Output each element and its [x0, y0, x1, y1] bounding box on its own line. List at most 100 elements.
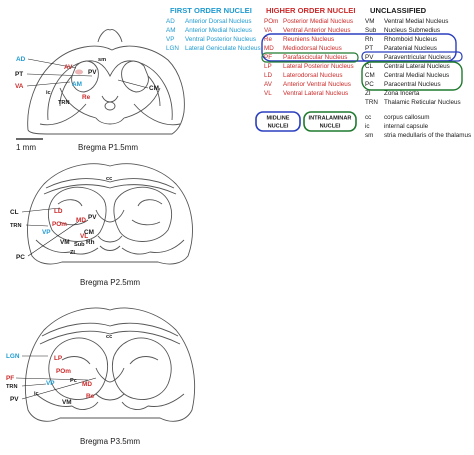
- label-rh: Rh: [86, 239, 95, 246]
- label-pom: POm: [52, 221, 67, 228]
- scale-bar-label: 1 mm: [16, 143, 36, 152]
- legend-higher-order-title: HIGHER ORDER NUCLEI: [266, 6, 355, 15]
- legend-item-abbr: Re: [264, 36, 273, 43]
- legend-item-name: Ventral Medial Nucleus: [384, 18, 448, 25]
- label-pv: PV: [10, 396, 19, 403]
- legend-item-abbr: TRN: [365, 99, 378, 106]
- legend-item-abbr: VM: [365, 18, 374, 25]
- legend-first-order-title: FIRST ORDER NUCLEI: [170, 6, 252, 15]
- legend-item-name: stria medullaris of the thalamus: [384, 132, 471, 139]
- legend-item-abbr: CM: [365, 72, 375, 79]
- label-vp: VP: [42, 229, 51, 236]
- legend-item-abbr: AV: [264, 81, 273, 88]
- label-trn: TRN: [10, 223, 22, 229]
- legend-item-name: Anterior Medial Nucleus: [185, 27, 252, 34]
- legend-item-abbr: AM: [166, 27, 175, 34]
- label-md: MD: [76, 217, 86, 224]
- legend-item-abbr: VL: [264, 90, 272, 97]
- section-3-caption: Bregma P3.5mm: [80, 437, 140, 446]
- legend-item-name: Parafascicular Nucleus: [283, 54, 347, 61]
- legend-item-name: Rhomboid Nucleus: [384, 36, 437, 43]
- label-cc: cc: [106, 176, 112, 182]
- label-cc: cc: [106, 334, 112, 340]
- section-1-caption: Bregma P1.5mm: [78, 143, 138, 152]
- legend-item-name: Lateral Posterior Nucleus: [283, 63, 354, 70]
- thalamus-left: [48, 186, 107, 242]
- label-pt: PT: [15, 71, 23, 78]
- thalamus-left: [48, 337, 109, 400]
- legend-item-name: Reuniens Nucleus: [283, 36, 334, 43]
- midline-key: MIDLINE NUCLEI: [255, 111, 301, 132]
- intralaminar-key-line1: INTRALAMINAR: [309, 116, 352, 122]
- legend-item-name: Thalamic Reticular Nucleus: [384, 99, 461, 106]
- legend-item-abbr: LGN: [166, 45, 179, 52]
- legend-item-abbr: sm: [365, 132, 373, 139]
- legend-unclassified-title: UNCLASSIFIED: [370, 6, 427, 15]
- legend-item-abbr: VP: [166, 36, 174, 43]
- label-av: AV: [64, 64, 73, 71]
- label-ld: LD: [54, 208, 63, 215]
- label-trn: TRN: [6, 384, 18, 390]
- label-re: Re: [86, 393, 95, 400]
- brain-section-3: cc LGN LP POm PF TRN VP ic PV Pc MD VM R…: [6, 307, 196, 446]
- legend-item-name: Ventral Lateral Nucleus: [283, 90, 348, 97]
- legend-item-name: corpus callosum: [384, 114, 430, 121]
- midline-key-line2: NUCLEI: [268, 124, 289, 130]
- legend-item-name: Paratenial Nucleus: [384, 45, 437, 52]
- intralaminar-group-outline-pf: [261, 52, 359, 63]
- label-vm: VM: [60, 239, 70, 246]
- legend-item-abbr: LP: [264, 63, 272, 70]
- label-pf: PF: [6, 375, 14, 382]
- legend-item-abbr: cc: [365, 114, 371, 121]
- legend-item-name: Paracentral Nucleus: [384, 81, 441, 88]
- legend-item-name: Mediodorsal Nucleus: [283, 45, 342, 52]
- label-vm: VM: [62, 399, 72, 406]
- legend-item-abbr: MD: [264, 45, 274, 52]
- legend-unclassified-items: VM Ventral Medial Nucleus Sub Nucleus Su…: [365, 18, 461, 106]
- legend-item-name: Anterior Dorsal Nucleus: [185, 18, 252, 25]
- legend-item-name: Nucleus Submedius: [384, 27, 440, 34]
- section-2-caption: Bregma P2.5mm: [80, 278, 140, 287]
- label-re: Re: [82, 94, 91, 101]
- legend-item-abbr: PC: [365, 81, 374, 88]
- section-outline: [24, 307, 196, 422]
- legend-item-name: Central Lateral Nucleus: [384, 63, 450, 70]
- legend-item-abbr: VA: [264, 27, 273, 34]
- thalamus-right: [111, 337, 172, 400]
- section-outline: [27, 163, 193, 265]
- legend-item-abbr: PV: [365, 54, 374, 61]
- intralaminar-group-outline: [361, 61, 463, 91]
- label-pv: PV: [88, 214, 97, 221]
- label-trn: TRN: [58, 100, 70, 106]
- anterior-nuclei-right: [121, 60, 149, 93]
- legend-item-abbr: CL: [365, 63, 374, 70]
- legend-item-name: Ventral Posterior Nucleus: [185, 36, 256, 43]
- nucleus-fills: [75, 69, 83, 75]
- intralaminar-key: INTRALAMINAR NUCLEI: [303, 111, 357, 132]
- legend-item-abbr: ic: [365, 123, 370, 130]
- legend-other-items: cc corpus callosum ic internal capsule s…: [365, 114, 471, 139]
- legend-item-name: Anterior Ventral Nucleus: [283, 81, 351, 88]
- label-cm: CM: [149, 85, 159, 92]
- label-ic: ic: [34, 391, 39, 397]
- label-pc: PC: [16, 254, 25, 261]
- label-pc: Pc: [70, 378, 77, 384]
- label-vp: VP: [46, 380, 55, 387]
- legend-item-abbr: Sub: [365, 27, 377, 34]
- label-va: VA: [15, 83, 24, 90]
- legend-item-name: internal capsule: [384, 123, 429, 130]
- legend-item-abbr: ZI: [365, 90, 371, 97]
- intralaminar-key-line2: NUCLEI: [320, 124, 341, 130]
- legend-higher-order-items: POm Posterior Medial Nucleus VA Ventral …: [264, 18, 354, 97]
- label-ad: AD: [16, 56, 26, 63]
- legend-item-abbr: PF: [264, 54, 272, 61]
- label-zi: ZI: [70, 250, 75, 256]
- label-cm: CM: [84, 229, 94, 236]
- section-outline: [27, 45, 185, 135]
- legend-item-abbr: Rh: [365, 36, 374, 43]
- thalamus-right: [113, 186, 172, 242]
- label-lgn: LGN: [6, 353, 20, 360]
- legend: FIRST ORDER NUCLEI AD Anterior Dorsal Nu…: [166, 6, 471, 139]
- legend-item-name: Lateral Geniculate Nucleus: [185, 45, 261, 52]
